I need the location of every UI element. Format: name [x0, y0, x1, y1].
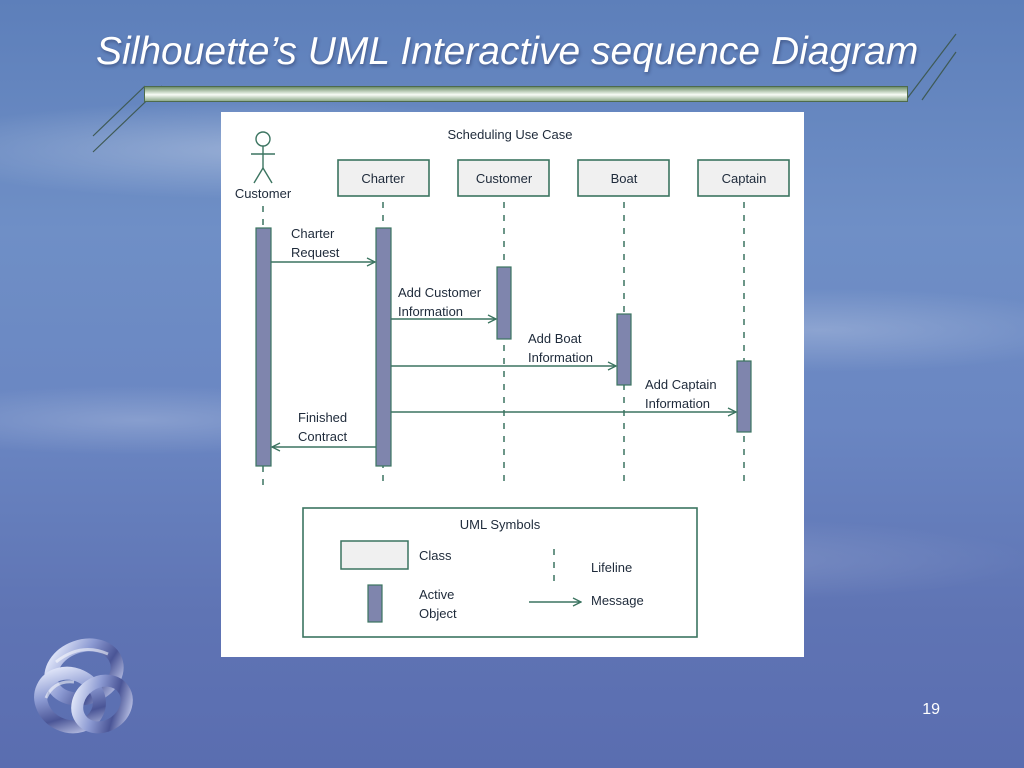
activation-bar-boat — [616, 313, 632, 386]
legend-title: UML Symbols — [460, 517, 541, 532]
class-box-boat: Boat — [577, 159, 670, 197]
sequence-diagram: Scheduling Use Case Customer Charter Cus… — [235, 127, 790, 638]
message-label-finished-contract: Finished Contract — [298, 410, 351, 444]
class-box-captain: Captain — [697, 159, 790, 197]
slide-title: Silhouette’s UML Interactive sequence Di… — [96, 30, 919, 73]
message-label-charter-request: Charter Request — [291, 226, 340, 260]
legend-class-symbol — [340, 540, 409, 570]
class-label: Boat — [611, 171, 638, 186]
knot-logo-icon — [34, 638, 133, 734]
class-label: Charter — [361, 171, 405, 186]
legend-uml-symbols: UML Symbols Class Active Object Lifeline… — [302, 507, 698, 638]
class-box-charter: Charter — [337, 159, 430, 197]
class-label: Captain — [722, 171, 767, 186]
actor-label: Customer — [235, 186, 292, 201]
message-label-add-customer-information: Add Customer Information — [398, 285, 485, 319]
legend-class-label: Class — [419, 548, 452, 563]
legend-message-label: Message — [591, 593, 644, 608]
message-label-add-captain-information: Add Captain Information — [645, 377, 720, 411]
class-box-customer: Customer — [457, 159, 550, 197]
message-label-add-boat-information: Add Boat Information — [528, 331, 593, 365]
actor-stick-figure-icon — [251, 131, 275, 184]
page-number: 19 — [922, 701, 940, 718]
activation-bar-customer — [496, 266, 512, 340]
class-label: Customer — [476, 171, 533, 186]
activation-bar-captain — [736, 360, 752, 433]
legend-active-object-label: Active Object — [419, 587, 458, 621]
legend-active-object-symbol — [367, 584, 383, 623]
diagram-heading: Scheduling Use Case — [447, 127, 572, 142]
legend-lifeline-label: Lifeline — [591, 560, 632, 575]
title-underline-bar — [144, 86, 908, 102]
activation-bar-charter — [375, 227, 392, 467]
sequence-diagram-panel: Scheduling Use Case Customer Charter Cus… — [221, 112, 804, 657]
activation-bar-customer-actor — [255, 227, 272, 467]
